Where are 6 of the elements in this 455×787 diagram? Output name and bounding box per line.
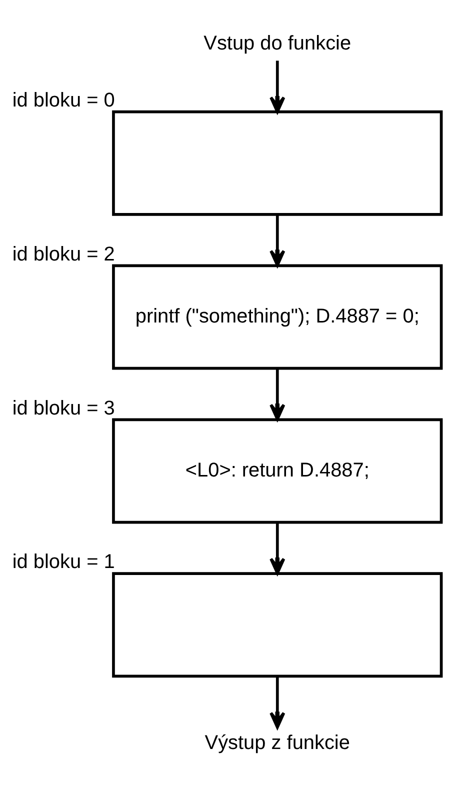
node-label: id bloku = 2 [12,242,115,265]
node-label: id bloku = 0 [12,88,115,111]
node-label: id bloku = 3 [12,396,115,419]
node-text: Výstup z funkcie [204,732,350,754]
node-label: id bloku = 1 [12,550,115,573]
node-text: Vstup do funkcie [204,32,352,54]
